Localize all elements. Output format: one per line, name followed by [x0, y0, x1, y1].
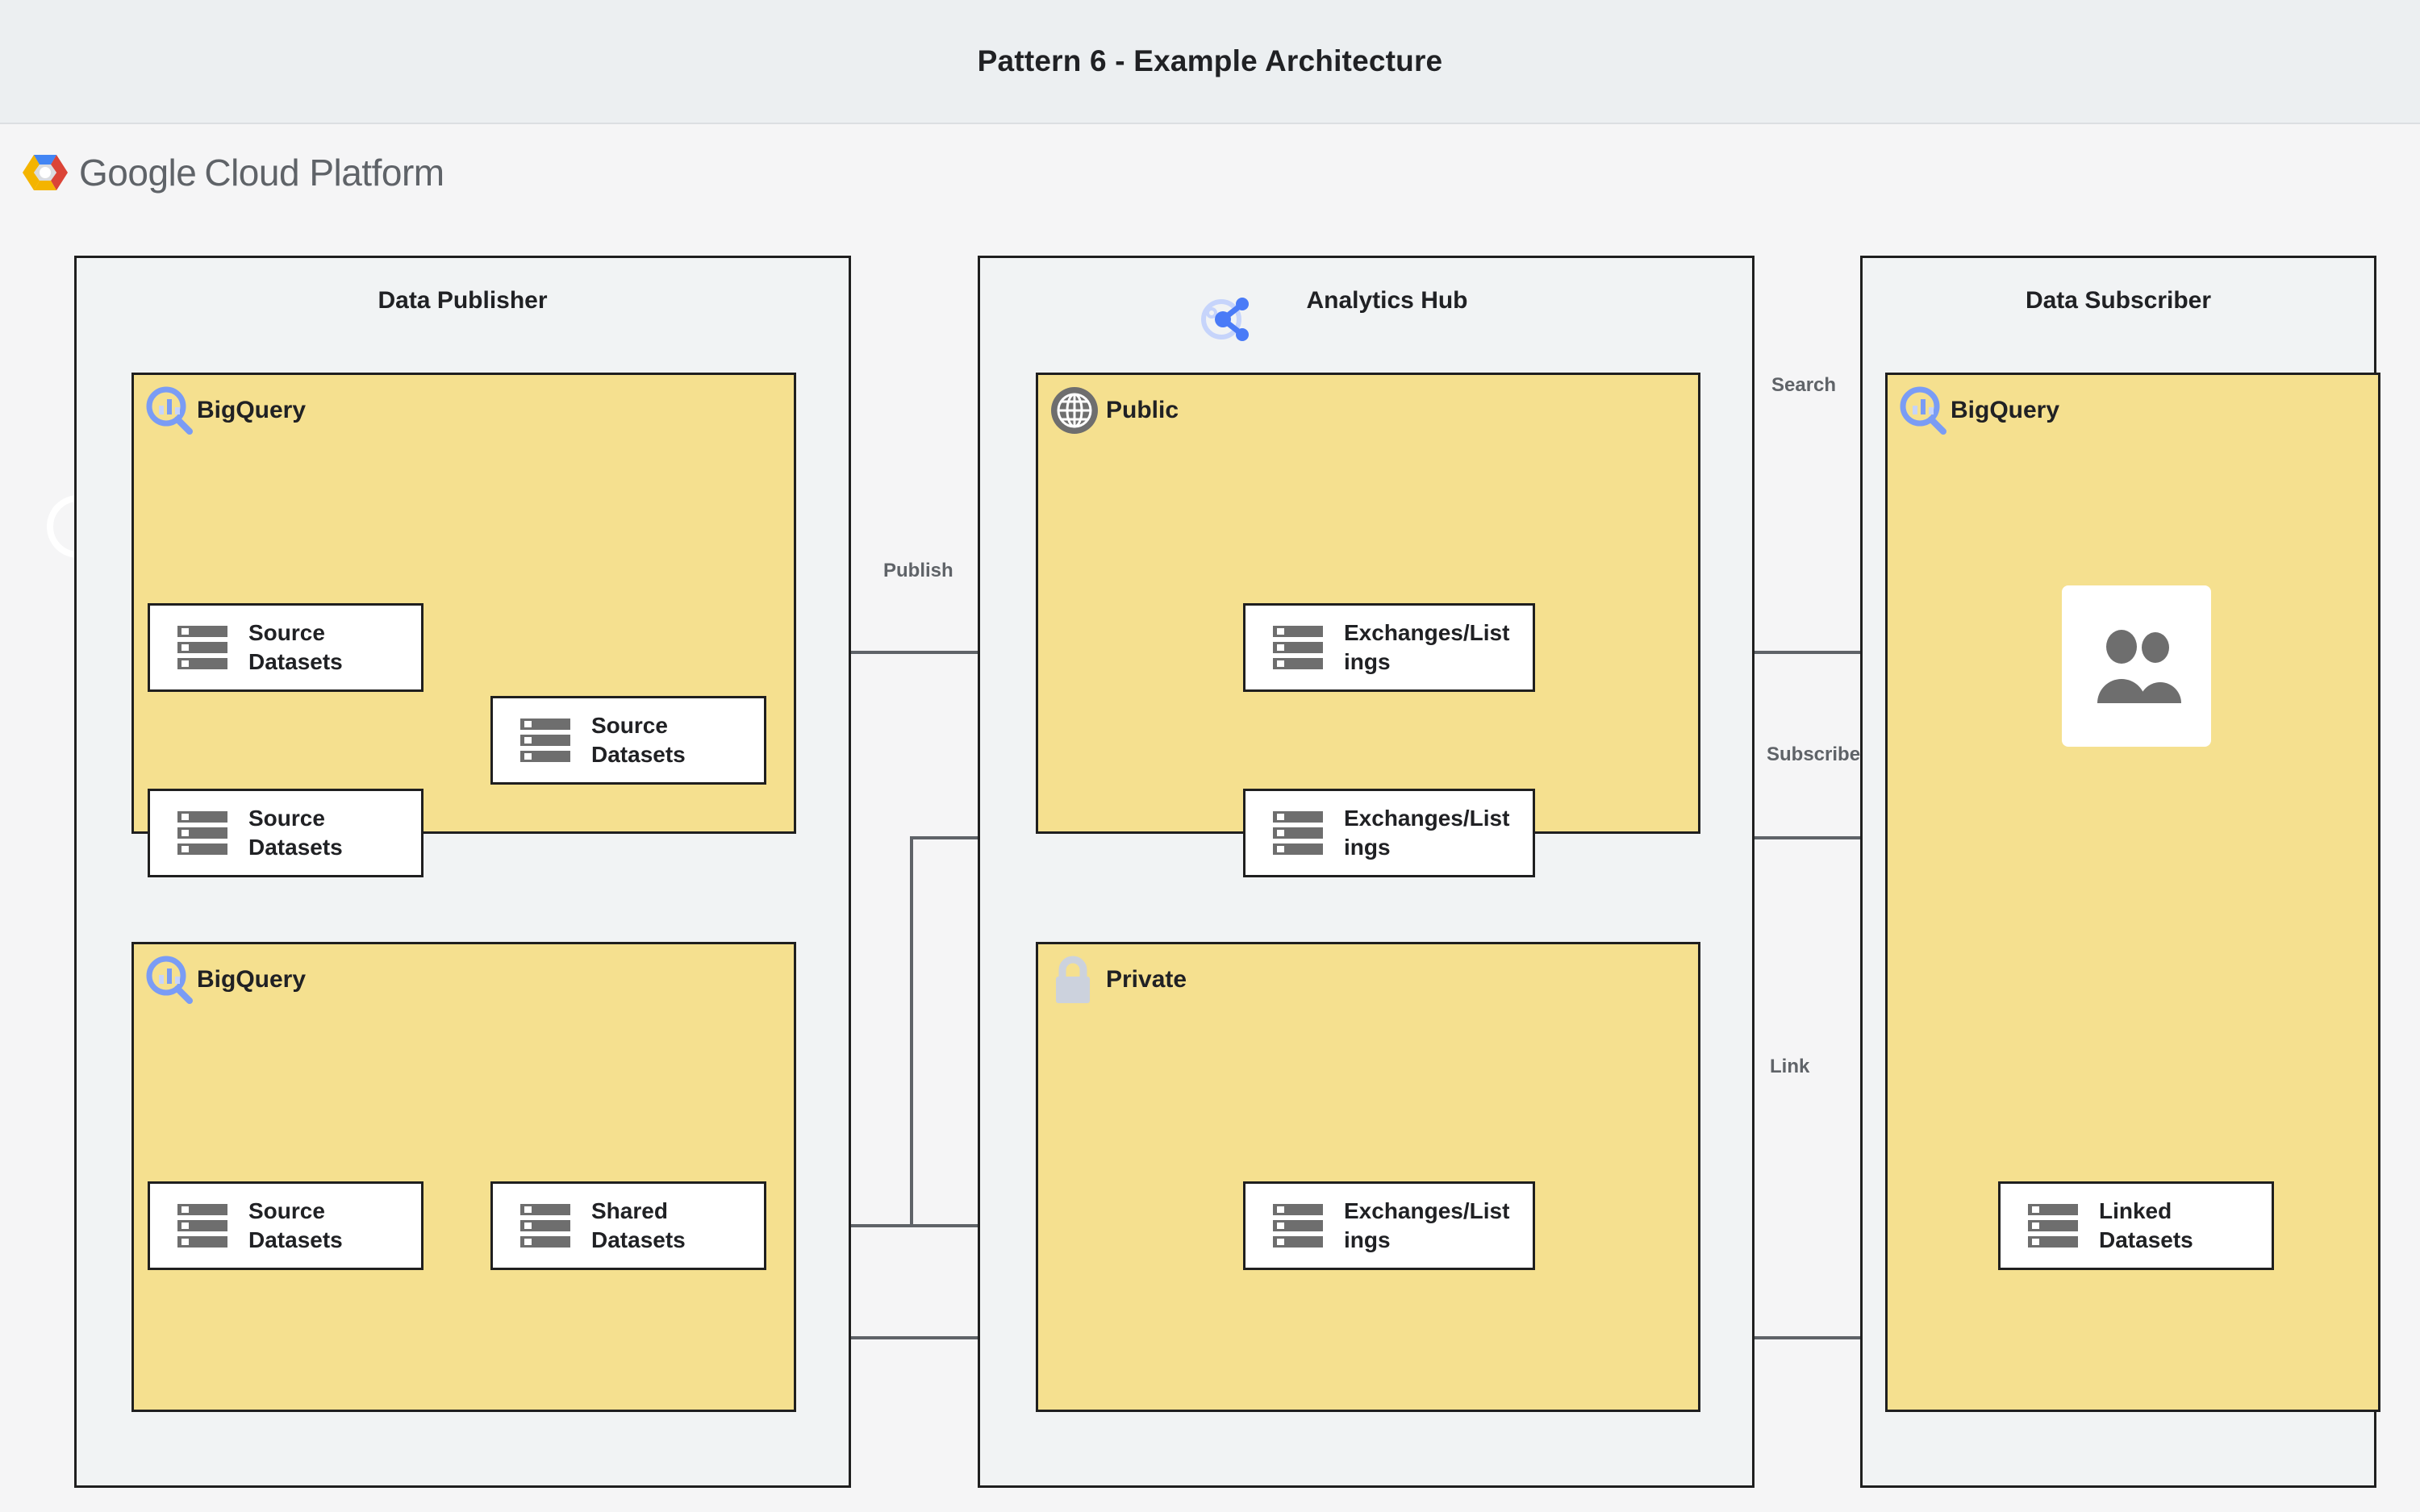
node-exchanges-listings[interactable]: Exchanges/Listings — [1243, 603, 1535, 692]
node-label: Linked Datasets — [2099, 1198, 2193, 1252]
bigquery-icon — [146, 386, 193, 435]
node-label: Source Datasets — [248, 1198, 343, 1252]
group-bigquery-publisher-2[interactable]: BigQuery — [131, 942, 796, 1412]
group-header: BigQuery — [145, 954, 306, 1006]
group-label-bigquery: BigQuery — [1951, 397, 2060, 423]
dataset-icon — [177, 1204, 227, 1248]
node-label: Exchanges/Listings — [1344, 1198, 1510, 1252]
zone-title-data-publisher: Data Publisher — [378, 287, 548, 314]
diagram-canvas: Google Cloud Platform — [0, 124, 2420, 1512]
group-label-public: Public — [1106, 397, 1179, 423]
bigquery-icon — [1900, 386, 1946, 435]
node-label: Source Datasets — [248, 806, 343, 860]
group-label-bigquery: BigQuery — [197, 966, 307, 993]
dataset-icon — [520, 719, 570, 762]
edge-label-search: Search — [1771, 374, 1837, 396]
dataset-icon — [1273, 626, 1323, 669]
people-icon — [2097, 630, 2181, 703]
globe-icon — [1051, 387, 1098, 434]
dataset-icon — [1273, 811, 1323, 855]
group-header: BigQuery — [1899, 385, 2059, 436]
group-label-private: Private — [1106, 966, 1187, 993]
bigquery-icon — [146, 956, 193, 1004]
node-label: Shared Datasets — [591, 1198, 686, 1252]
edge-label-link: Link — [1770, 1056, 1810, 1077]
node-label: Source Datasets — [248, 620, 343, 674]
node-source-datasets[interactable]: Source Datasets — [490, 696, 766, 785]
logo-word-google: Google — [79, 152, 197, 194]
group-label-bigquery: BigQuery — [197, 397, 307, 423]
group-private[interactable]: Private — [1036, 942, 1700, 1412]
dataset-icon — [177, 811, 227, 855]
group-header: Public — [1049, 385, 1179, 436]
dataset-icon — [2028, 1204, 2078, 1248]
node-source-datasets[interactable]: Source Datasets — [148, 603, 424, 692]
node-label: Exchanges/Listings — [1344, 620, 1510, 674]
node-shared-datasets[interactable]: Shared Datasets — [490, 1181, 766, 1270]
node-source-datasets[interactable]: Source Datasets — [148, 789, 424, 877]
gcp-hexagon-icon — [23, 155, 68, 190]
edge-label-publish: Publish — [883, 560, 953, 581]
google-cloud-platform-logo: Google Cloud Platform — [23, 150, 444, 195]
zone-title-data-subscriber: Data Subscriber — [2025, 287, 2212, 314]
node-exchanges-listings[interactable]: Exchanges/Listings — [1243, 789, 1535, 877]
page-title: Pattern 6 - Example Architecture — [977, 44, 1443, 77]
group-header: Private — [1049, 954, 1187, 1006]
node-label: Exchanges/Listings — [1344, 806, 1510, 860]
node-label: Source Datasets — [591, 713, 686, 767]
group-header: BigQuery — [145, 385, 306, 436]
zone-title-analytics-hub: Analytics Hub — [1306, 287, 1468, 314]
page-title-bar: Pattern 6 - Example Architecture — [0, 0, 2420, 124]
lock-icon — [1056, 956, 1090, 1003]
node-exchanges-listings[interactable]: Exchanges/Listings — [1243, 1181, 1535, 1270]
dataset-icon — [520, 1204, 570, 1248]
node-linked-datasets[interactable]: Linked Datasets — [1998, 1181, 2274, 1270]
edge-label-subscribe: Subscribe — [1767, 744, 1861, 765]
dataset-icon — [1273, 1204, 1323, 1248]
logo-word-cloud-platform: Cloud Platform — [204, 152, 444, 194]
dataset-icon — [177, 626, 227, 669]
node-subscriber-users[interactable] — [2062, 585, 2211, 747]
node-source-datasets[interactable]: Source Datasets — [148, 1181, 424, 1270]
analytics-hub-share-icon — [1199, 289, 1255, 349]
